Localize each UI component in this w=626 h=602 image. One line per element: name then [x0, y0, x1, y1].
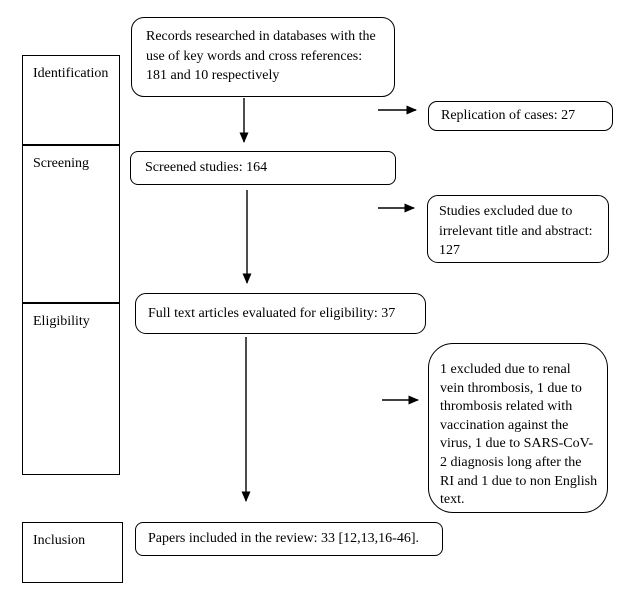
flow-box-papers-included: Papers included in the review: 33 [12,13… [135, 522, 443, 556]
exclusion-box-irrelevant-title-abstract: Studies excluded due to irrelevant title… [427, 195, 609, 263]
flow-box-screened-studies: Screened studies: 164 [130, 151, 396, 185]
exclusion-text-irrelevant-title-abstract: Studies excluded due to irrelevant title… [439, 204, 593, 259]
stage-box-screening: Screening [22, 145, 120, 303]
flow-text-papers-included: Papers included in the review: 33 [12,13… [148, 531, 419, 547]
stage-label-inclusion: Inclusion [33, 533, 86, 548]
exclusion-text-replication-of-cases: Replication of cases: 27 [441, 108, 576, 124]
exclusion-text-fulltext-reasons: 1 excluded due to renal vein thrombosis,… [440, 362, 598, 508]
stage-label-identification: Identification [33, 66, 109, 81]
flow-text-records-researched: Records researched in databases with the… [146, 29, 376, 84]
stage-label-eligibility: Eligibility [33, 314, 90, 329]
stage-box-inclusion: Inclusion [22, 522, 123, 583]
flow-box-fulltext-evaluated: Full text articles evaluated for eligibi… [135, 293, 426, 334]
stage-box-identification: Identification [22, 55, 120, 145]
flow-text-fulltext-evaluated: Full text articles evaluated for eligibi… [148, 305, 396, 321]
stage-label-screening: Screening [33, 156, 89, 171]
exclusion-box-fulltext-reasons: 1 excluded due to renal vein thrombosis,… [428, 343, 608, 513]
flow-box-records-researched: Records researched in databases with the… [131, 17, 395, 97]
flow-text-screened-studies: Screened studies: 164 [145, 160, 268, 176]
stage-box-eligibility: Eligibility [22, 303, 120, 475]
exclusion-box-replication-of-cases: Replication of cases: 27 [428, 101, 613, 131]
